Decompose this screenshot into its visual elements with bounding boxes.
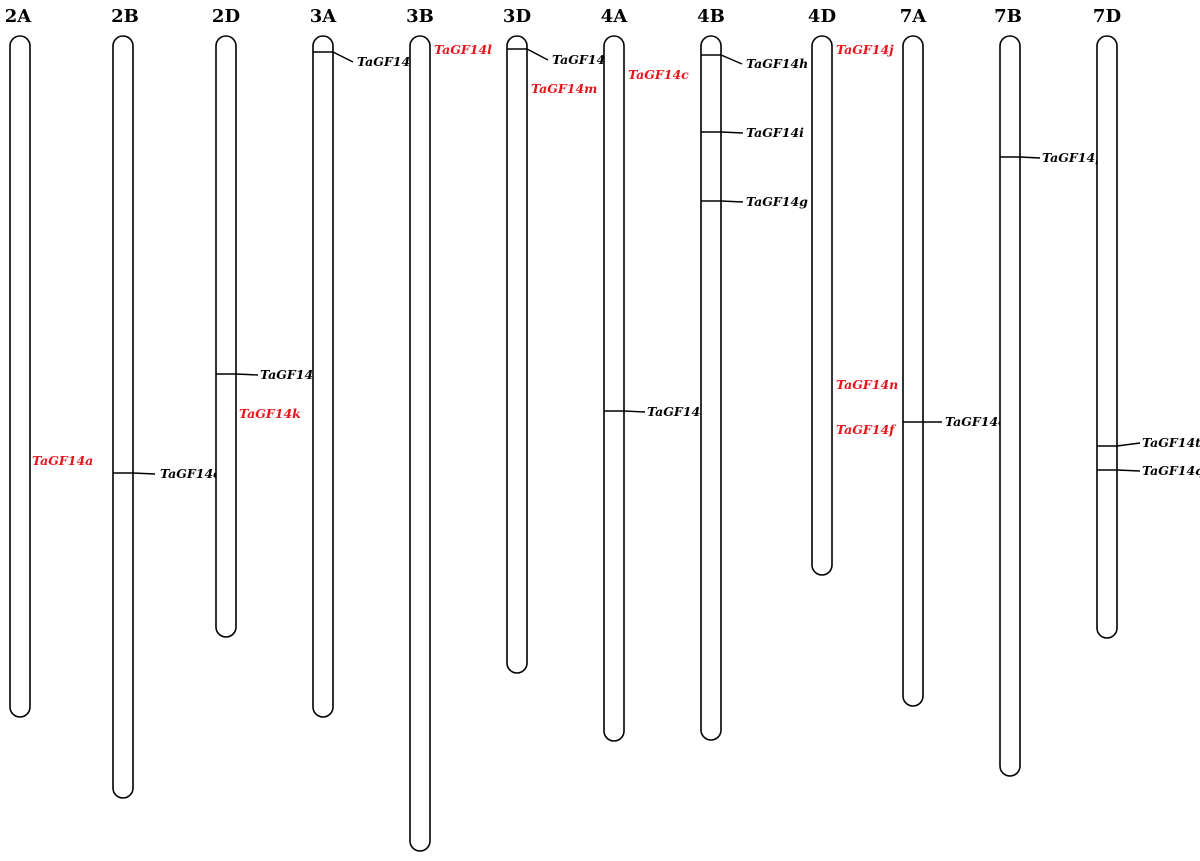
chromosome-body	[409, 35, 431, 852]
chromosome-label: 3B	[406, 6, 434, 27]
chromosome-label: 7D	[1093, 6, 1121, 27]
gene-label-tagf14f: TaGF14f	[836, 422, 897, 437]
chromosome-label: 2D	[212, 6, 240, 27]
gene-label-tagf14l: TaGF14l	[434, 42, 492, 57]
chromosome-body	[9, 35, 31, 718]
chromosome-2a: 2A TaGF14a	[5, 6, 93, 718]
chromosome-3a: 3A TaGF14b	[310, 6, 419, 718]
gene-label-tagf14o: TaGF14o	[945, 414, 1007, 429]
gene-marker-line	[113, 472, 156, 475]
gene-label-tagf14j: TaGF14j	[836, 42, 894, 57]
gene-label-tagf14k: TaGF14k	[239, 406, 301, 421]
gene-marker-line	[1097, 469, 1141, 472]
chromosome-body	[902, 35, 924, 707]
gene-label-tagf14c: TaGF14c	[628, 67, 689, 82]
chromosome-label: 7A	[900, 6, 928, 27]
chromosome-label: 2A	[5, 6, 33, 27]
chromosome-body	[1096, 35, 1118, 639]
chromosome-label: 4B	[697, 6, 725, 27]
gene-label-tagf14q: TaGF14q	[1142, 463, 1200, 478]
chromosome-body	[811, 35, 833, 576]
chromosome-7b: 7B TaGF14p	[994, 6, 1104, 777]
chromosome-body	[700, 35, 722, 741]
gene-label-tagf14g: TaGF14g	[746, 194, 808, 209]
gene-label-tagf14n: TaGF14n	[836, 377, 898, 392]
gene-marker-line	[1097, 442, 1141, 447]
gene-marker-line	[216, 373, 259, 376]
chromosome-label: 7B	[994, 6, 1022, 27]
chromosome-body	[112, 35, 134, 799]
gene-marker-line	[701, 131, 744, 134]
gene-label-tagf14i: TaGF14i	[746, 125, 804, 140]
gene-label-tagf14t: TaGF14t	[1142, 435, 1200, 450]
gene-marker-line	[507, 48, 549, 61]
gene-marker-line	[604, 410, 646, 413]
gene-label-tagf14m: TaGF14m	[531, 81, 597, 96]
gene-label-tagf14b: TaGF14b	[357, 54, 419, 69]
chromosome-body	[603, 35, 625, 742]
chromosome-2b: 2B TaGF14e	[111, 6, 221, 799]
chromosome-body	[506, 35, 528, 674]
gene-marker-line	[701, 200, 744, 203]
gene-label-tagf14a: TaGF14a	[32, 453, 93, 468]
gene-label-tagf14d: TaGF14d	[647, 404, 709, 419]
gene-marker-line	[1000, 156, 1041, 159]
chromosome-label: 4D	[808, 6, 836, 27]
gene-marker-line	[313, 51, 354, 63]
chromosome-body	[215, 35, 237, 638]
chromosome-body	[999, 35, 1021, 777]
chromosome-body	[312, 35, 334, 718]
chromosome-label: 4A	[601, 6, 629, 27]
chromosome-7a: 7A TaGF14o	[900, 6, 1007, 707]
gene-label-tagf14r: TaGF14r	[260, 367, 321, 382]
gene-marker-line	[701, 54, 743, 65]
chromosome-label: 3D	[503, 6, 531, 27]
gene-label-tagf14h: TaGF14h	[746, 56, 808, 71]
chromosome-label: 2B	[111, 6, 139, 27]
gene-label-tagf14e: TaGF14e	[160, 466, 221, 481]
gene-label-tagf14p: TaGF14p	[1042, 150, 1104, 165]
chromosome-label: 3A	[310, 6, 338, 27]
gene-label-tagf14s: TaGF14s	[552, 52, 612, 67]
